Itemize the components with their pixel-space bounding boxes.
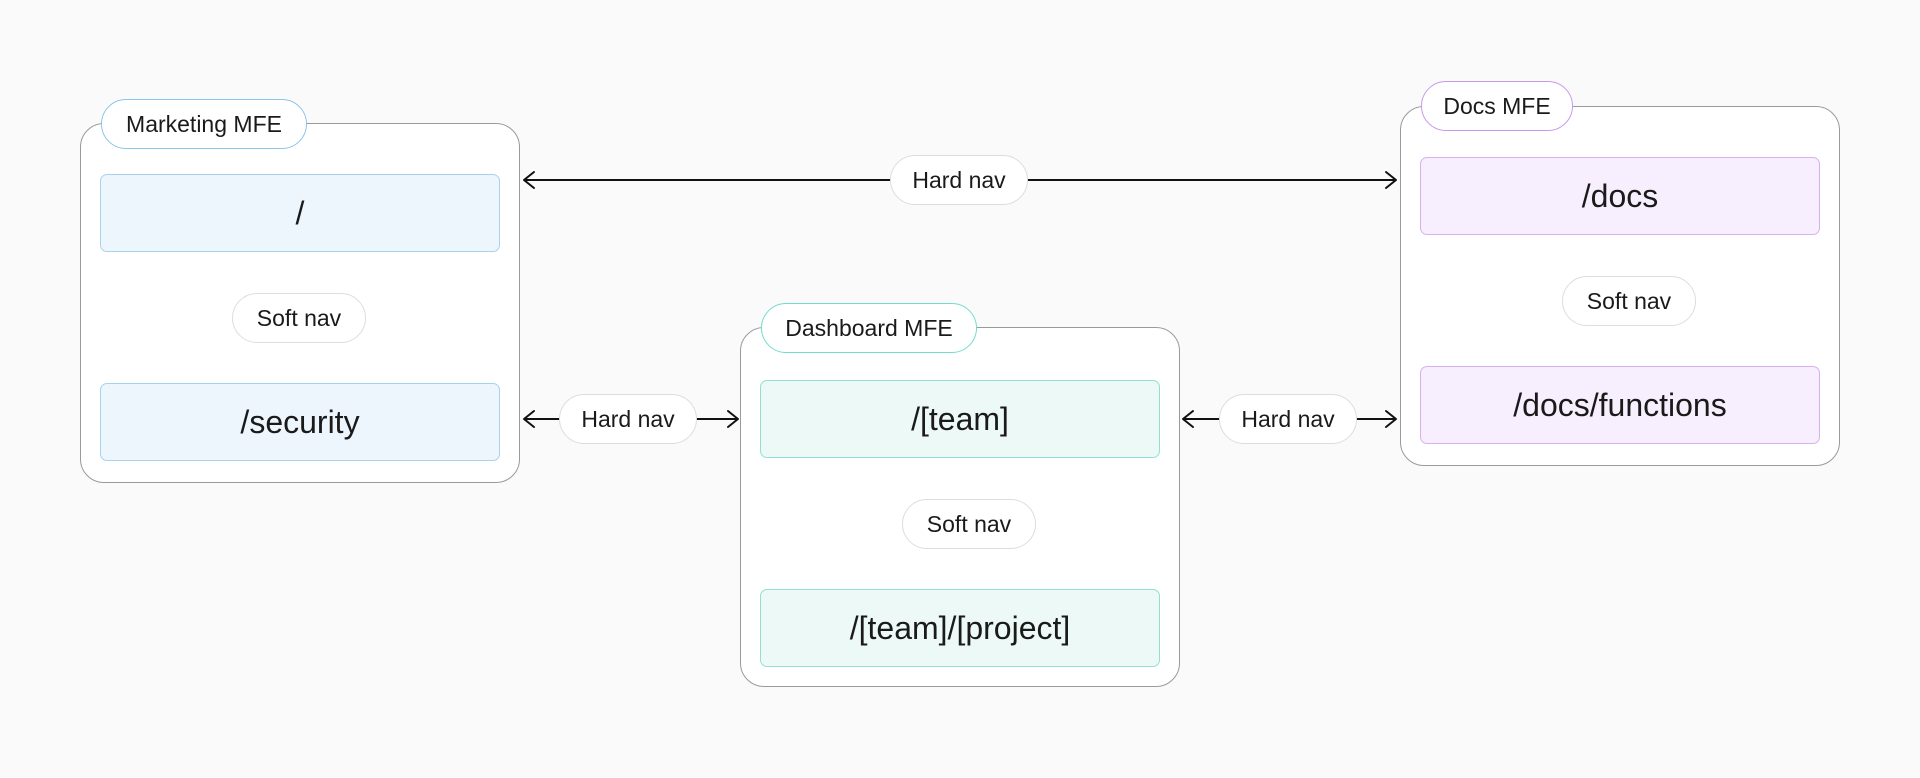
- soft-nav-label-dashboard: Soft nav: [902, 499, 1036, 549]
- soft-nav-label-marketing: Soft nav: [232, 293, 366, 343]
- arrowhead-left-marketing-docs: [523, 171, 535, 189]
- arrowhead-left-dashboard-docs: [1182, 410, 1194, 428]
- soft-nav-label-docs: Soft nav: [1562, 276, 1696, 326]
- arrowhead-right-marketing-dashboard: [727, 410, 739, 428]
- route-team[interactable]: /[team]: [760, 380, 1160, 458]
- arrowhead-left-marketing-dashboard: [523, 410, 535, 428]
- route-team-project[interactable]: /[team]/[project]: [760, 589, 1160, 667]
- route-docs[interactable]: /docs: [1420, 157, 1820, 235]
- route-docs-functions[interactable]: /docs/functions: [1420, 366, 1820, 444]
- arrowhead-right-dashboard-docs: [1385, 410, 1397, 428]
- hard-nav-label-marketing-docs: Hard nav: [890, 155, 1028, 205]
- route-security[interactable]: /security: [100, 383, 500, 461]
- route-root[interactable]: /: [100, 174, 500, 252]
- dashboard-mfe-title: Dashboard MFE: [761, 303, 977, 353]
- marketing-mfe-title: Marketing MFE: [101, 99, 307, 149]
- hard-nav-label-marketing-dashboard: Hard nav: [559, 394, 697, 444]
- arrowhead-right-marketing-docs: [1385, 171, 1397, 189]
- hard-nav-label-dashboard-docs: Hard nav: [1219, 394, 1357, 444]
- docs-mfe-title: Docs MFE: [1421, 81, 1573, 131]
